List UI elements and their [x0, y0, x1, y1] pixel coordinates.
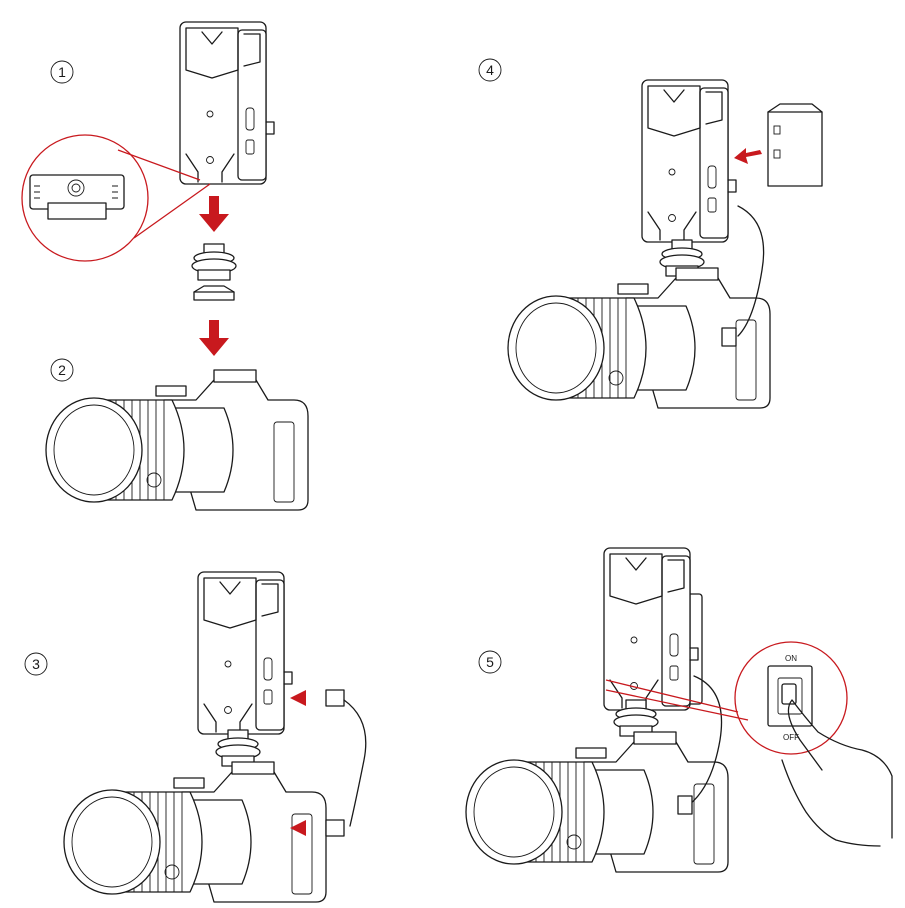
- step-5: 5 ON OFF: [465, 547, 893, 873]
- usb-cable: [737, 205, 765, 337]
- step-3: 3: [24, 571, 367, 903]
- left-arrow-icon: [734, 148, 762, 164]
- left-arrow-icon: [290, 690, 322, 706]
- battery: [767, 103, 823, 187]
- detail-magnifier: [21, 134, 211, 262]
- down-arrow-icon: [199, 320, 229, 356]
- receiver-unit: [179, 21, 275, 185]
- receiver-unit: [197, 571, 293, 735]
- left-arrow-icon: [290, 820, 322, 836]
- step-4: 4: [478, 58, 823, 409]
- hot-shoe-adapter: [191, 243, 237, 301]
- step-5-badge: [478, 650, 502, 674]
- power-switch-magnifier: ON OFF: [605, 641, 893, 847]
- pointing-hand: [781, 699, 893, 847]
- step-2-badge: [50, 358, 74, 382]
- step-2: 2: [45, 358, 309, 511]
- switch-on-label: ON: [785, 654, 797, 663]
- usb-cable: [325, 689, 367, 837]
- receiver-unit: [603, 547, 703, 711]
- usb-cable: [689, 675, 723, 805]
- step-4-number: 4: [486, 62, 494, 78]
- step-1-badge: [50, 60, 74, 84]
- step-3-number: 3: [32, 656, 40, 672]
- receiver-unit: [641, 79, 737, 243]
- step-1-number: 1: [58, 64, 66, 80]
- step-2-number: 2: [58, 362, 66, 378]
- switch-off-label: OFF: [783, 733, 799, 742]
- step-4-badge: [478, 58, 502, 82]
- down-arrow-icon: [199, 196, 229, 232]
- power-toggle: [781, 683, 797, 705]
- camera: [45, 369, 309, 511]
- camera: [63, 761, 327, 903]
- hot-shoe-adapter: [215, 729, 261, 767]
- step-5-number: 5: [486, 654, 494, 670]
- step-3-badge: [24, 652, 48, 676]
- step-1: 1: [21, 21, 275, 356]
